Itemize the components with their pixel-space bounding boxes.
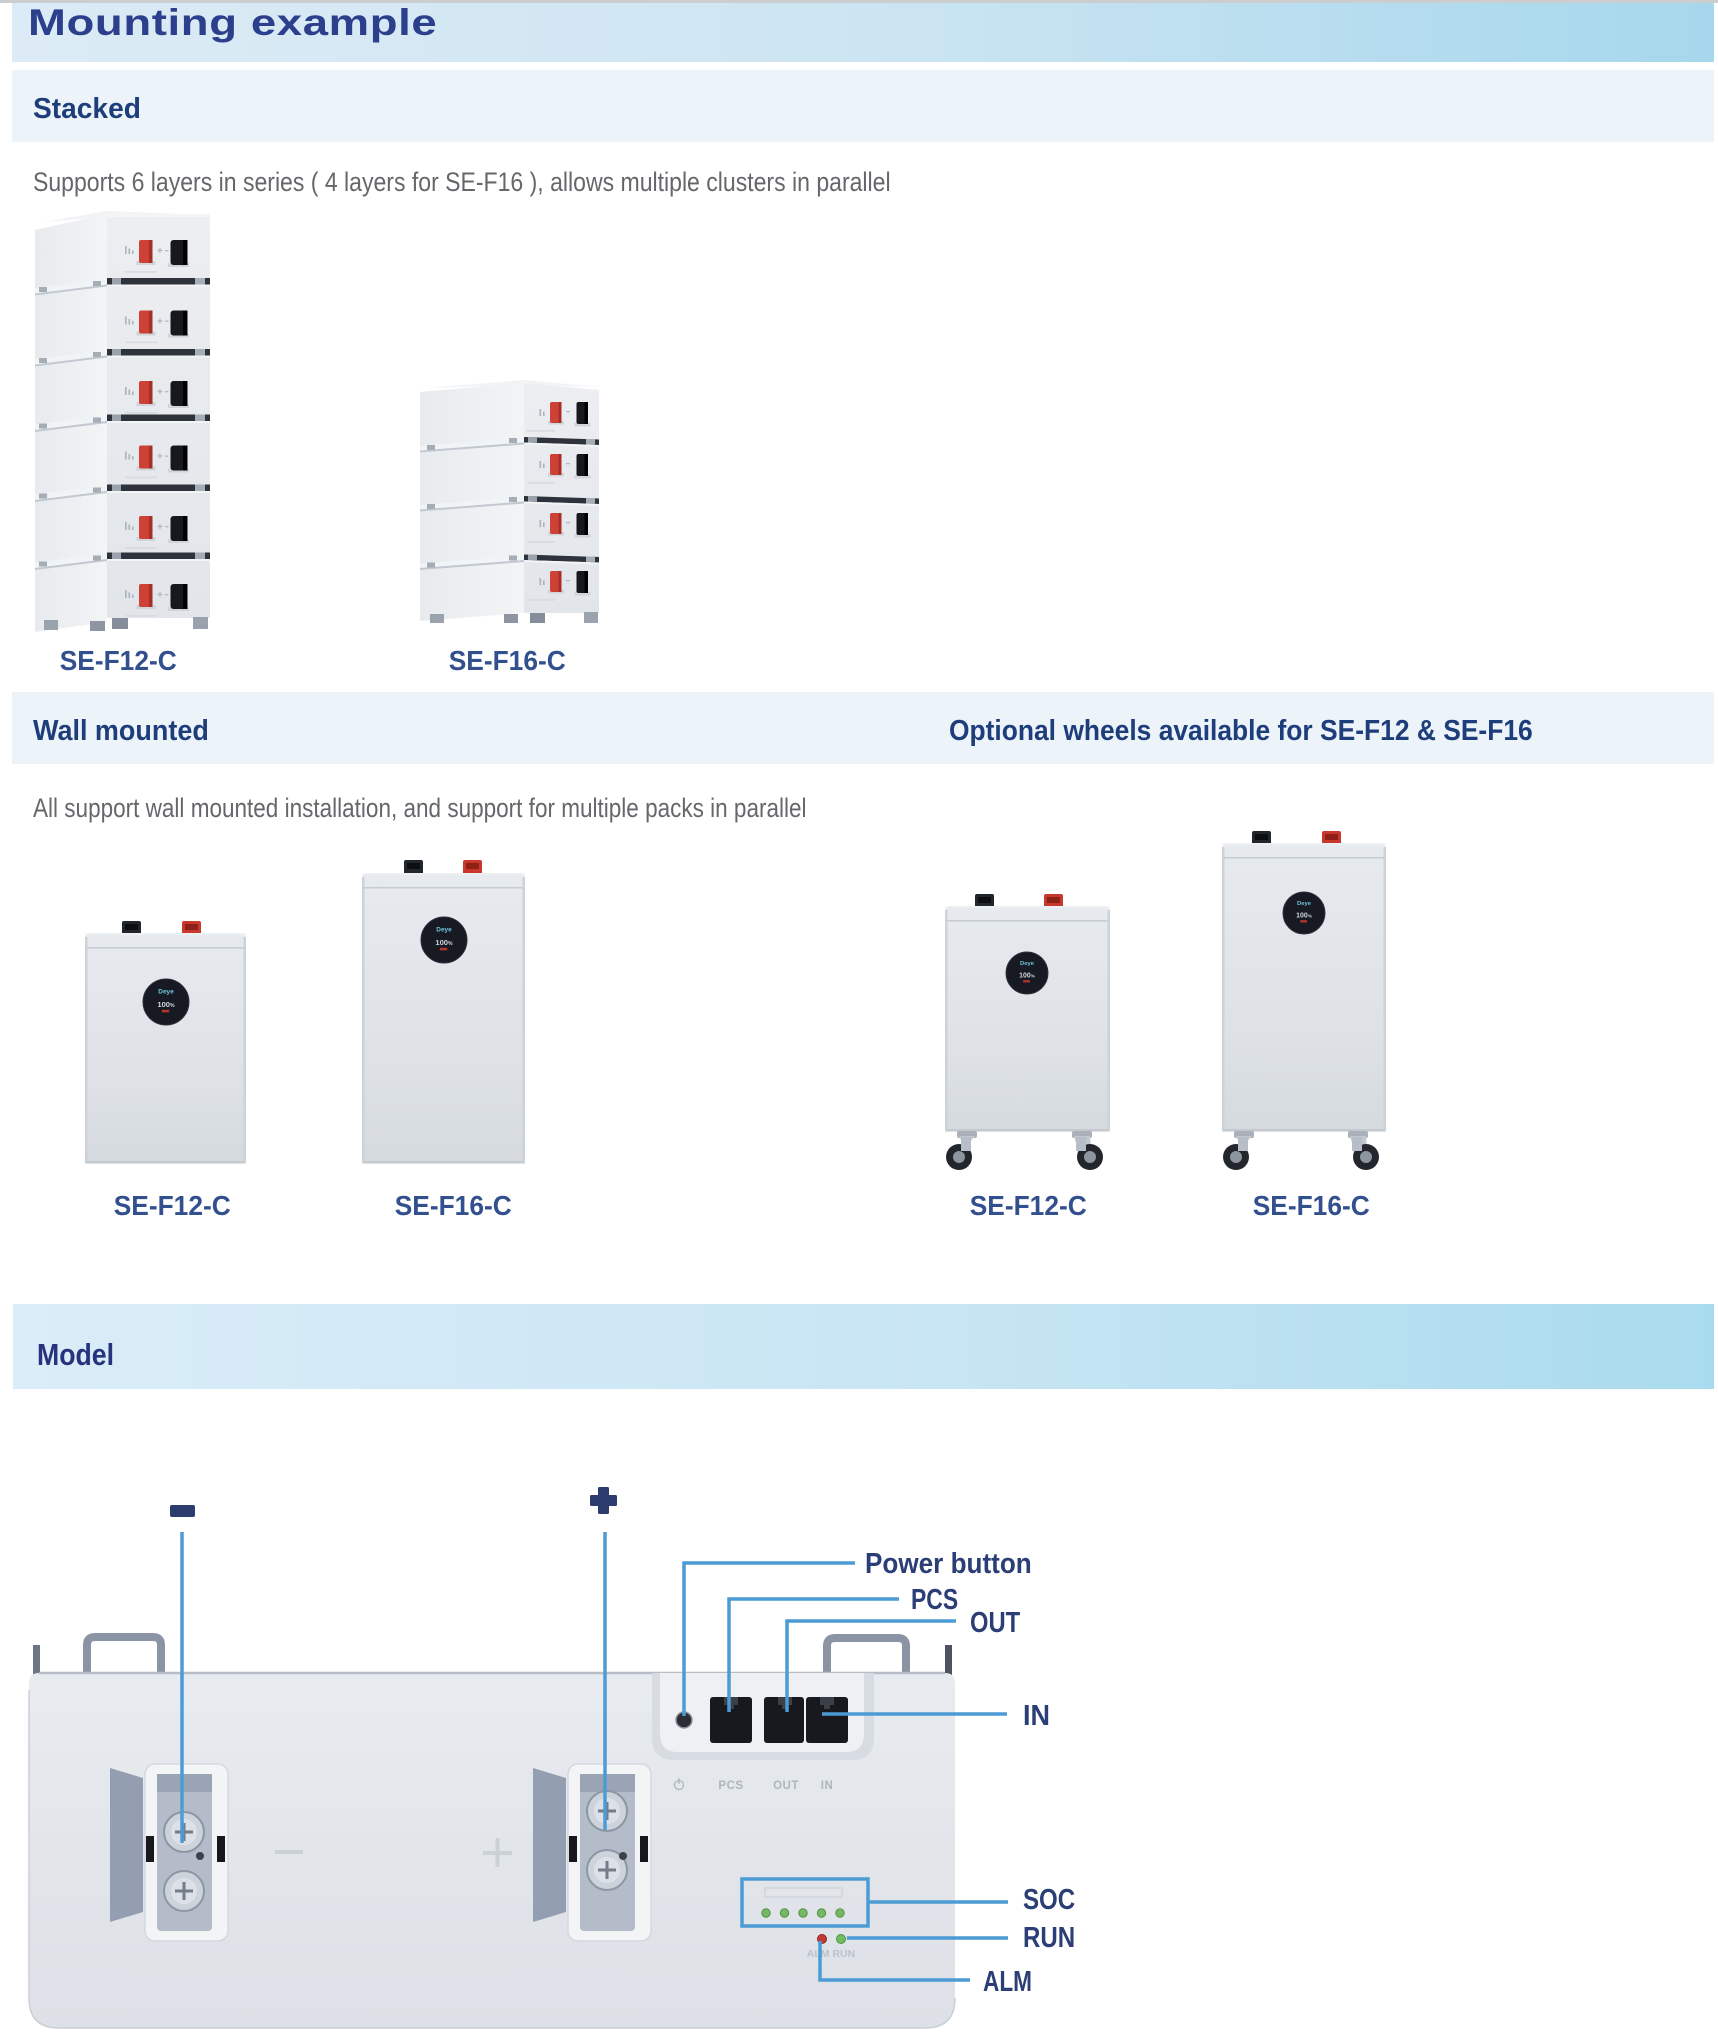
svg-text:100%: 100% bbox=[157, 1000, 175, 1009]
svg-text:Deye: Deye bbox=[1297, 901, 1312, 907]
svg-text:Deye: Deye bbox=[1020, 961, 1035, 967]
svg-text:100%: 100% bbox=[1296, 913, 1313, 920]
svg-text:Deye: Deye bbox=[436, 926, 452, 933]
svg-text:PCS: PCS bbox=[718, 1780, 743, 1792]
svg-text:100%: 100% bbox=[435, 938, 453, 947]
svg-text:IN: IN bbox=[821, 1780, 834, 1792]
svg-text:100%: 100% bbox=[1019, 973, 1036, 980]
svg-text:OUT: OUT bbox=[773, 1780, 799, 1792]
svg-text:Deye: Deye bbox=[158, 988, 174, 995]
svg-text:ALM RUN: ALM RUN bbox=[807, 1948, 855, 1960]
